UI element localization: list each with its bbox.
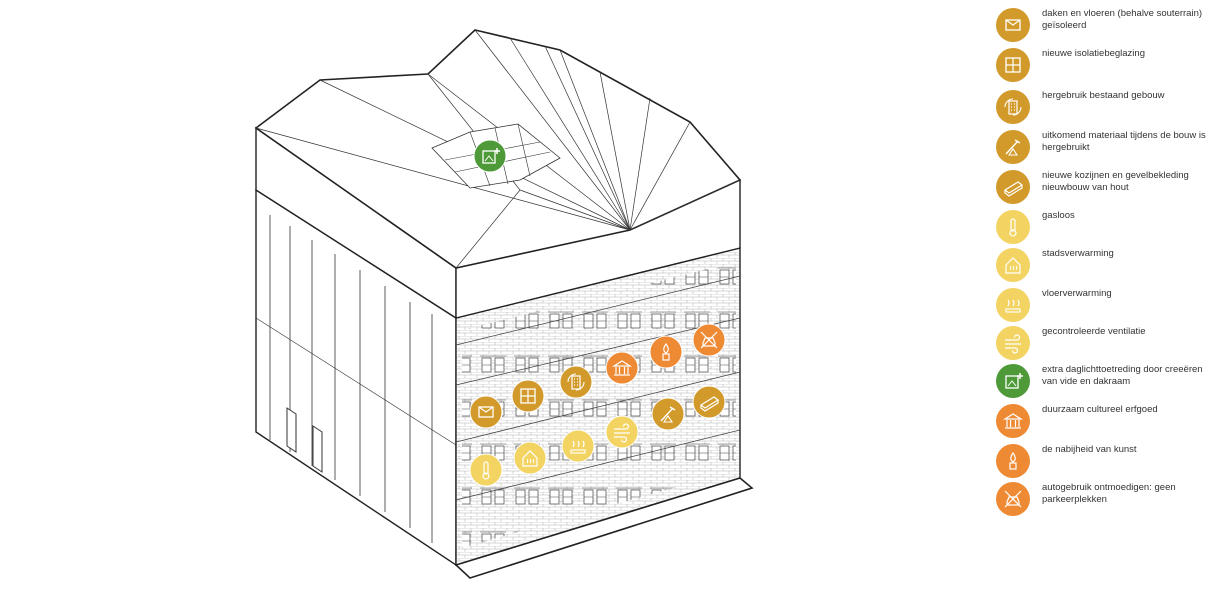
gasless-icon <box>996 210 1030 244</box>
legend-item: nieuwe isolatiebeglazing <box>992 48 1212 84</box>
legend-item: de nabijheid van kunst <box>992 444 1212 480</box>
gasless-icon <box>469 453 503 487</box>
legend-label: stadsverwarming <box>1042 248 1114 259</box>
floor-heating-icon <box>561 429 595 463</box>
daylight-icon <box>996 364 1030 398</box>
building-body <box>255 188 754 579</box>
left-wall-doors <box>286 407 323 473</box>
art-icon <box>996 444 1030 478</box>
timber-icon <box>692 385 726 419</box>
legend-label: nieuwe kozijnen en gevelbekleding nieuwb… <box>1042 170 1189 193</box>
art-icon <box>649 335 683 369</box>
legend-item: vloerverwarming <box>992 288 1212 324</box>
floor-heating-icon <box>996 288 1030 322</box>
legend-item: nieuwe kozijnen en gevelbekleding nieuwb… <box>992 170 1212 206</box>
building-markers <box>469 139 726 487</box>
reuse-material-icon <box>996 130 1030 164</box>
legend-label: gasloos <box>1042 210 1075 221</box>
legend-label: nieuwe isolatiebeglazing <box>1042 48 1145 59</box>
legend-item: extra daglichttoetreding door creeëren v… <box>992 364 1212 400</box>
window-glazing-icon <box>511 379 545 413</box>
heritage-icon <box>605 351 639 385</box>
legend-item: daken en vloeren (behalve souterrain) ge… <box>992 8 1212 44</box>
heritage-icon <box>996 404 1030 438</box>
legend-label: gecontroleerde ventilatie <box>1042 326 1146 337</box>
window-glazing-icon <box>996 48 1030 82</box>
base-plinth <box>454 477 754 579</box>
legend-label: daken en vloeren (behalve souterrain) ge… <box>1042 8 1203 31</box>
legend-label: vloerverwarming <box>1042 288 1112 299</box>
legend-item: gasloos <box>992 210 1212 246</box>
legend-label: de nabijheid van kunst <box>1042 444 1137 455</box>
daylight-icon <box>473 139 507 173</box>
legend-item: gecontroleerde ventilatie <box>992 326 1212 362</box>
legend-label: duurzaam cultureel erfgoed <box>1042 404 1158 415</box>
facade-windows <box>462 262 736 548</box>
reuse-building-icon <box>559 365 593 399</box>
no-car-icon <box>996 482 1030 516</box>
timber-icon <box>996 170 1030 204</box>
legend-label: hergebruik bestaand gebouw <box>1042 90 1165 101</box>
legend-label: extra daglichttoetreding door creeëren v… <box>1042 364 1203 387</box>
legend-label: autogebruik ontmoedigen: geen parkeerple… <box>1042 482 1176 505</box>
legend-item: uitkomend materiaal tijdens de bouw is h… <box>992 130 1212 166</box>
legend-label: uitkomend materiaal tijdens de bouw is h… <box>1042 130 1206 153</box>
reuse-building-icon <box>996 90 1030 124</box>
facade-floor-lines <box>455 275 741 501</box>
district-heating-icon <box>513 441 547 475</box>
legend-item: hergebruik bestaand gebouw <box>992 90 1212 126</box>
ventilation-icon <box>996 326 1030 360</box>
legend-item: stadsverwarming <box>992 248 1212 284</box>
reuse-material-icon <box>651 397 685 431</box>
left-wall-pilasters <box>255 215 457 543</box>
district-heating-icon <box>996 248 1030 282</box>
no-car-icon <box>692 323 726 357</box>
insulation-icon <box>996 8 1030 42</box>
insulation-icon <box>469 395 503 429</box>
ventilation-icon <box>605 415 639 449</box>
legend-item: autogebruik ontmoedigen: geen parkeerple… <box>992 482 1212 518</box>
legend-item: duurzaam cultureel erfgoed <box>992 404 1212 440</box>
